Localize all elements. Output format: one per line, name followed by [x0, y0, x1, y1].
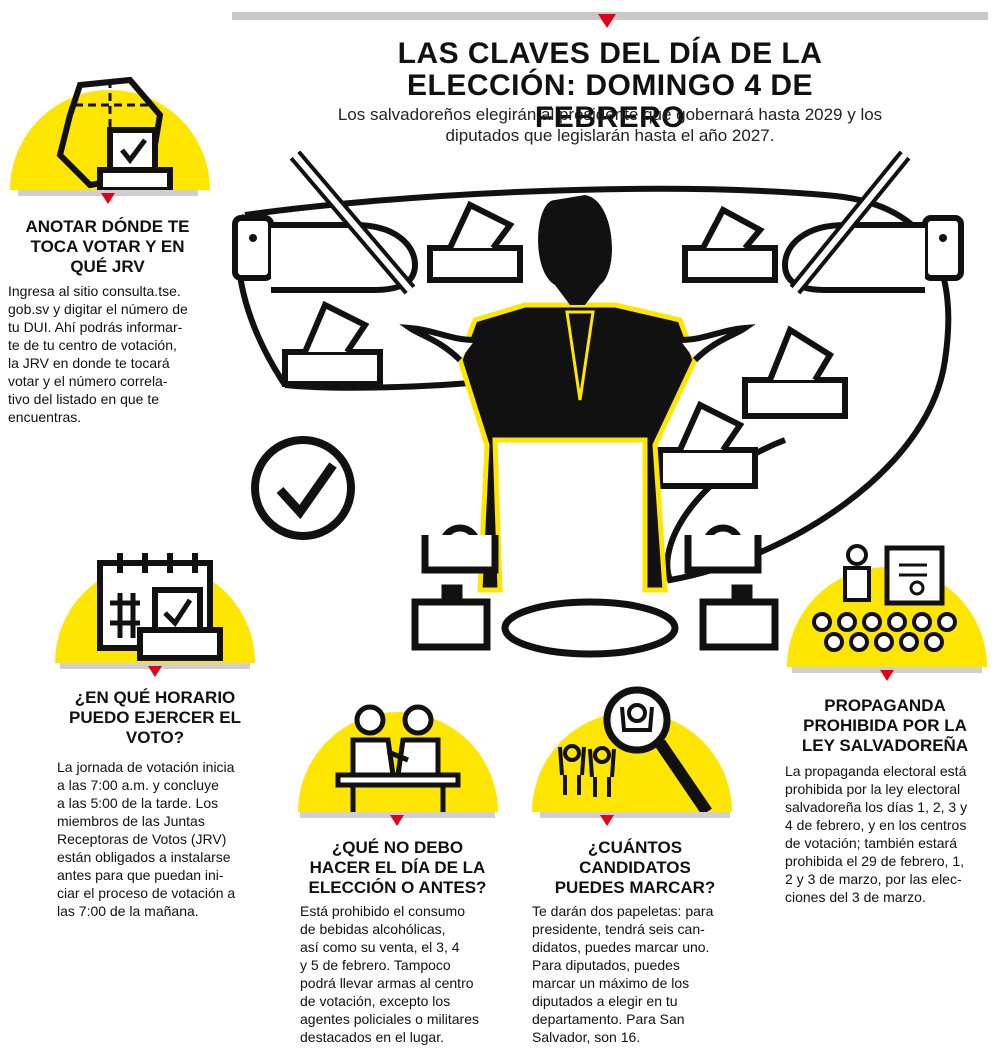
jrv-body: Ingresa al sitio consulta.tse. gob.sv y …: [8, 282, 223, 426]
candidatos-body: Te darán dos papeletas: para presidente,…: [532, 902, 747, 1046]
propaganda-body-line: prohibida el 29 de febrero, 1,: [785, 853, 965, 869]
jrv-heading-line: TOCA VOTAR Y EN: [30, 237, 185, 256]
left-hand-pen-icon: [232, 150, 419, 295]
propaganda-body-line: 4 de febrero, y en los centros: [785, 817, 967, 833]
page-title: LAS CLAVES DEL DÍA DE LA ELECCIÓN: DOMIN…: [330, 38, 890, 134]
candidatos-heading: ¿CUÁNTOS CANDIDATOS PUEDES MARCAR?: [535, 838, 735, 898]
subtitle-line-1: Los salvadoreños elegirán al presidente …: [337, 105, 883, 124]
horario-body-line: antes para que puedan ini-: [57, 867, 224, 883]
candidatos-heading-line: CANDIDATOS: [579, 858, 691, 877]
prohibido-body-line: agentes policiales o militares: [300, 1011, 479, 1027]
prohibido-heading-line: ELECCIÓN O ANTES?: [308, 878, 487, 897]
title-line-1: LAS CLAVES DEL DÍA DE LA: [397, 37, 823, 70]
title-line-2: ELECCIÓN: DOMINGO 4 DE FEBRERO: [406, 69, 814, 134]
horario-heading-line: VOTO?: [125, 728, 185, 747]
stage-ellipse: [501, 598, 679, 658]
ballot-boxes: [282, 200, 848, 489]
candidatos-body-line: diputados a elegir en tu: [532, 993, 678, 1009]
horario-heading-line: ¿EN QUÉ HORARIO: [74, 688, 236, 707]
prohibido-body: Está prohibido el consumo de bebidas alc…: [300, 902, 510, 1046]
propaganda-body-line: salvadoreña los días 1, 2, 3 y: [785, 799, 968, 815]
jrv-heading: ANOTAR DÓNDE TE TOCA VOTAR Y EN QUÉ JRV: [10, 217, 205, 277]
candidatos-body-line: Para diputados, puedes: [532, 957, 680, 973]
candidatos-body-line: marcar un máximo de los: [532, 975, 690, 991]
jrv-body-line: gob.sv y digitar el número de: [8, 301, 188, 317]
propaganda-heading-line: PROHIBIDA POR LA: [803, 716, 967, 735]
speaker-crowd-icon: [787, 544, 987, 667]
candidatos-body-line: didatos, puedes marcar uno.: [532, 939, 710, 955]
propaganda-body-line: La propaganda electoral está: [785, 763, 967, 779]
prohibido-body-line: Está prohibido el consumo: [300, 903, 465, 919]
jrv-heading-line: ANOTAR DÓNDE TE: [25, 217, 190, 236]
candidatos-marker-icon: [600, 815, 614, 826]
check-mark-icon: [276, 462, 337, 520]
top-marker-icon: [598, 14, 616, 28]
prohibido-body-line: de bebidas alcohólicas,: [300, 921, 446, 937]
horario-body-line: las 7:00 de la mañana.: [57, 903, 199, 919]
page-subtitle: Los salvadoreños elegirán al presidente …: [280, 104, 940, 146]
horario-body-line: La jornada de votación inicia: [57, 759, 235, 775]
jrv-body-line: votar y el número correla-: [8, 373, 168, 389]
subtitle-line-2: diputados que legislarán hasta el año 20…: [445, 126, 775, 145]
prohibido-body-line: y 5 de febrero. Tampoco: [300, 957, 451, 973]
horario-body-line: ciar el proceso de votación a: [57, 885, 236, 901]
candidatos-divider: [540, 812, 730, 818]
man-shrugging-icon: [399, 195, 756, 593]
check-circle-icon: [251, 436, 355, 540]
propaganda-heading: PROPAGANDA PROHIBIDA POR LA LEY SALVADOR…: [780, 696, 990, 756]
jrv-marker-icon: [101, 193, 115, 204]
people-drinking-icon: [298, 704, 498, 812]
candidatos-body-line: departamento. Para San: [532, 1011, 685, 1027]
magnifier-candidates-icon: [532, 686, 732, 812]
prohibido-body-line: de votación, excepto los: [300, 993, 451, 1009]
prohibido-heading-line: HACER EL DÍA DE LA: [309, 858, 486, 877]
candidatos-body-line: presidente, tendrá seis can-: [532, 921, 705, 937]
jrv-body-line: encuentras.: [8, 409, 82, 425]
prohibido-body-line: destacados en el lugar.: [300, 1029, 444, 1045]
prohibido-heading: ¿QUÉ NO DEBO HACER EL DÍA DE LA ELECCIÓN…: [290, 838, 505, 898]
candidatos-body-line: Salvador, son 16.: [532, 1029, 641, 1045]
central-election-illustration: [232, 150, 964, 658]
propaganda-body-line: de votación; también estará: [785, 835, 957, 851]
prohibido-heading-line: ¿QUÉ NO DEBO: [331, 838, 464, 857]
calendar-ballot-icon: [55, 553, 255, 663]
propaganda-heading-line: LEY SALVADOREÑA: [801, 736, 969, 755]
horario-heading: ¿EN QUÉ HORARIO PUEDO EJERCER EL VOTO?: [55, 688, 255, 748]
candidatos-heading-line: PUEDES MARCAR?: [554, 878, 716, 897]
jrv-body-line: Ingresa al sitio consulta.tse.: [8, 283, 181, 299]
propaganda-body: La propaganda electoral está prohibida p…: [785, 762, 995, 906]
candidatos-heading-line: ¿CUÁNTOS: [587, 838, 683, 857]
horario-body: La jornada de votación inicia a las 7:00…: [57, 758, 272, 920]
propaganda-body-line: 2 y 3 de marzo, por las elec-: [785, 871, 962, 887]
horario-body-line: miembros de las Juntas: [57, 813, 205, 829]
horario-body-line: a las 5:00 de la tarde. Los: [57, 795, 219, 811]
horario-heading-line: PUEDO EJERCER EL: [69, 708, 241, 727]
prohibido-marker-icon: [390, 815, 404, 826]
propaganda-body-line: ciones del 3 de marzo.: [785, 889, 926, 905]
propaganda-body-line: prohibida por la ley electoral: [785, 781, 961, 797]
prohibido-body-line: así como su venta, el 3, 4: [300, 939, 460, 955]
map-ballot-box-icon: [10, 76, 210, 190]
horario-body-line: a las 7:00 a.m. y concluye: [57, 777, 219, 793]
jrv-body-line: la JRV en donde te tocará: [8, 355, 170, 371]
horario-body-line: Receptoras de Votos (JRV): [57, 831, 227, 847]
right-hand-pen-icon: [781, 150, 964, 295]
propaganda-heading-line: PROPAGANDA: [824, 696, 946, 715]
propaganda-marker-icon: [880, 670, 894, 681]
podium-candidates-icon: [411, 524, 779, 651]
jrv-body-line: tivo del listado en que te: [8, 391, 159, 407]
prohibido-body-line: podrá llevar armas al centro: [300, 975, 474, 991]
horario-body-line: están obligados a instalarse: [57, 849, 231, 865]
jrv-heading-line: QUÉ JRV: [70, 257, 145, 276]
jrv-body-line: tu DUI. Ahí podrás informar-: [8, 319, 183, 335]
horario-marker-icon: [148, 666, 162, 677]
candidatos-body-line: Te darán dos papeletas: para: [532, 903, 714, 919]
jrv-body-line: te de tu centro de votación,: [8, 337, 177, 353]
